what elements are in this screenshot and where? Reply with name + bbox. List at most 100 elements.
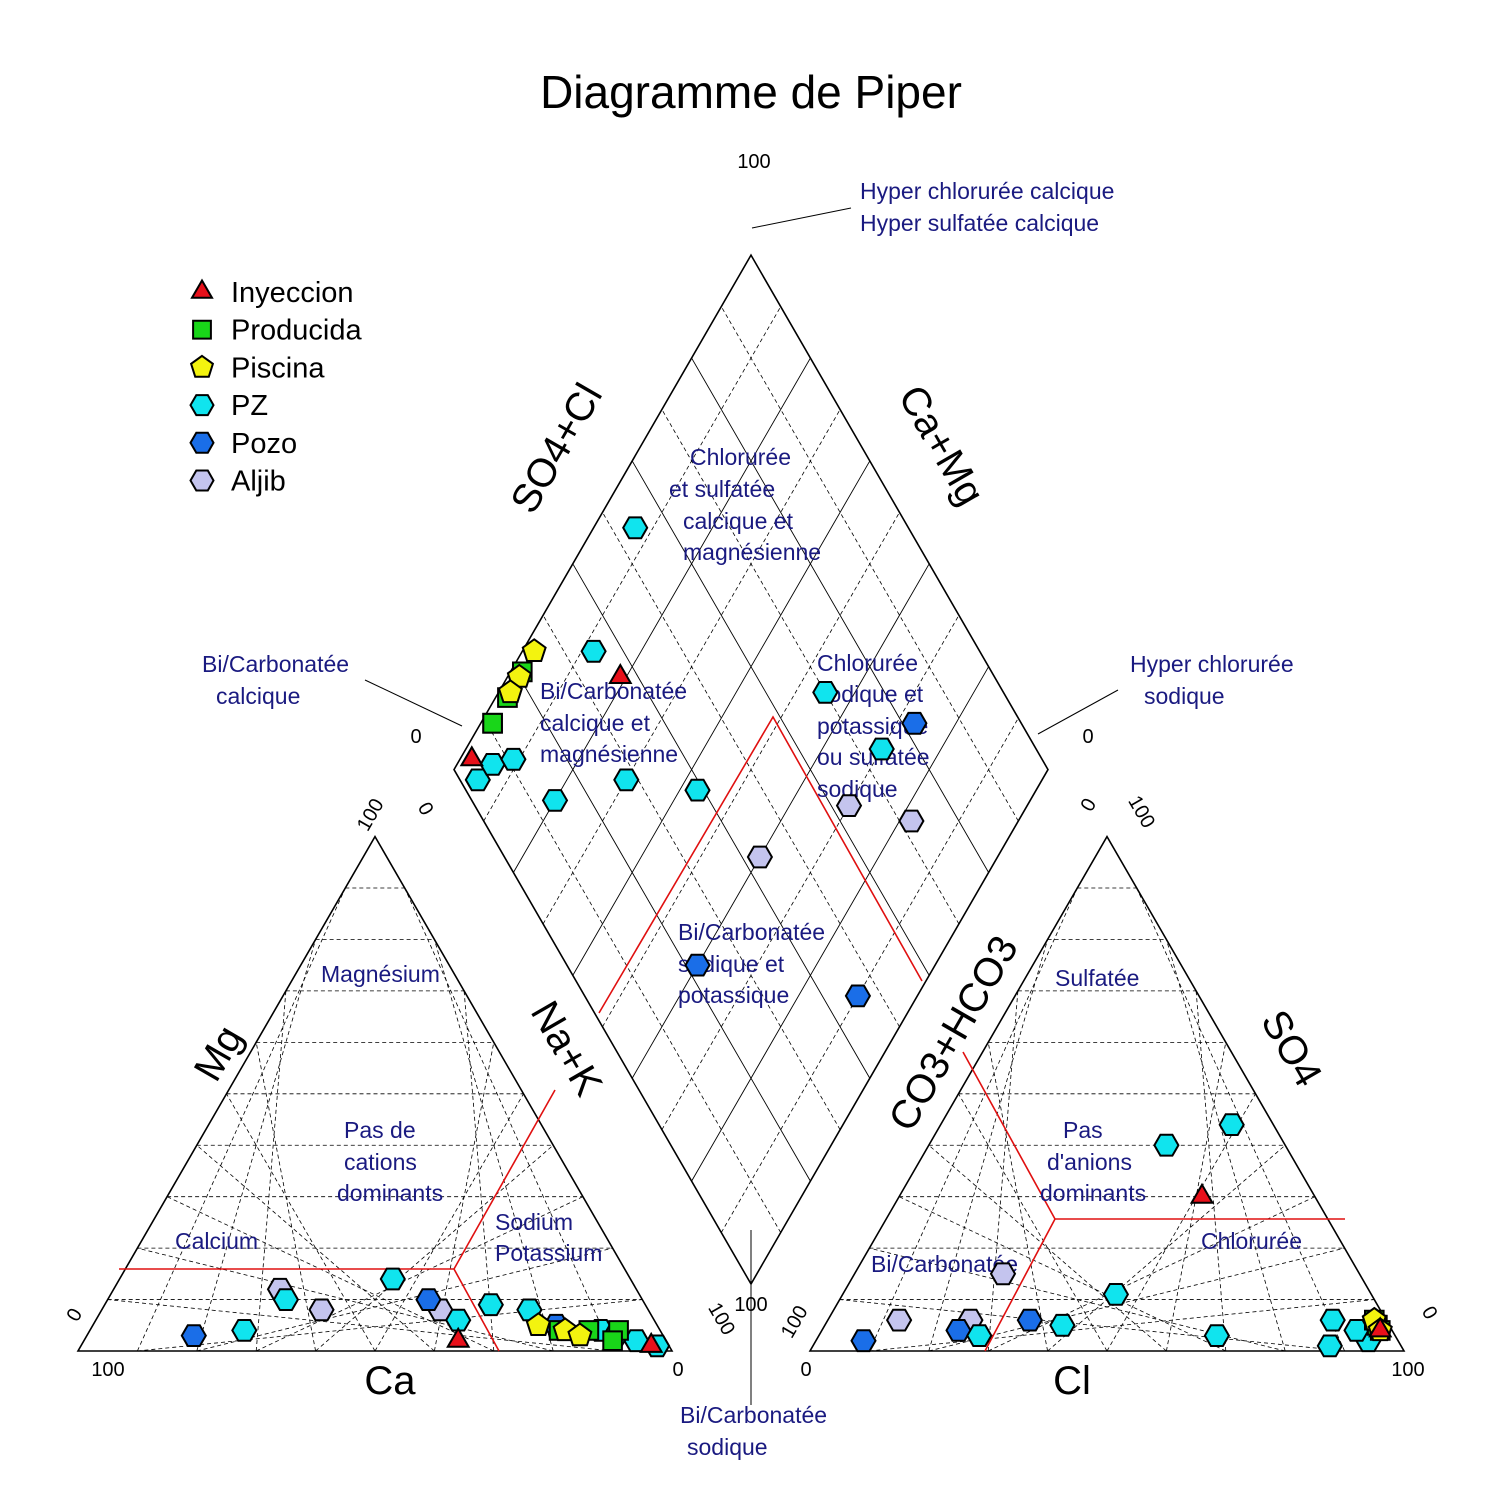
point-pz-cation (272, 1288, 300, 1311)
legend-marker-inyeccion (190, 278, 214, 299)
zone-sodium-2: Potassium (495, 1240, 602, 1266)
cation-triangle-gridline (315, 1144, 554, 1352)
point-pz-anion (1343, 1319, 1370, 1342)
diamond-gridline (631, 460, 930, 976)
point-piscina-cation (567, 1322, 593, 1347)
tick-diamond-top: 100 (737, 151, 770, 173)
point-pozo-anion (945, 1319, 972, 1342)
point-pz-cation (231, 1319, 258, 1342)
point-pz-anion (1153, 1133, 1180, 1157)
cation-triangle-gridline (374, 1093, 524, 1352)
point-pozo-diamond (844, 984, 872, 1008)
anion-triangle-frame (808, 834, 1406, 1352)
point-pz-anion (1102, 1283, 1130, 1306)
point-pz-diamond (868, 737, 895, 761)
zone-bicarb-nak-3: potassique (678, 982, 789, 1008)
point-aljib-anion (885, 1308, 913, 1332)
point-pozo-diamond (684, 953, 711, 977)
zone-chlor-2: et sulfatée (669, 476, 775, 502)
point-pz-diamond (613, 768, 640, 792)
classification-line (598, 715, 923, 1014)
tick-diamond-bottom: 100 (734, 1294, 767, 1316)
legend-label-piscina: Piscina (231, 352, 325, 384)
diamond-gridline (631, 563, 930, 1079)
point-pz-diamond (479, 753, 506, 776)
classification-line (962, 1051, 1056, 1220)
point-aljib-diamond (898, 809, 925, 833)
zone-bicarb-camg-3: magnésienne (540, 741, 678, 767)
point-aljib-diamond (835, 794, 863, 817)
tick-ca-0: 0 (672, 1359, 683, 1381)
zone-hyper-top-1: Hyper chlorurée calcique (860, 178, 1114, 204)
point-aljib-diamond (746, 845, 774, 869)
point-producida-cation (602, 1330, 623, 1351)
diamond-gridline (691, 666, 989, 1182)
anion-triangle-gridline (1166, 939, 1286, 1352)
cation-triangle-gridline (404, 887, 613, 1352)
zone-pas-cations-2: cations (344, 1149, 417, 1175)
diamond-gridline (691, 357, 989, 873)
anion-triangle-gridline (928, 1144, 1167, 1352)
anion-triangle-gridline (928, 1247, 1345, 1352)
legend-marker-pz (189, 394, 215, 417)
zone-hyper-na-2: sodique (1144, 683, 1225, 709)
point-aljib-cation (308, 1298, 335, 1322)
legend-label-pozo: Pozo (231, 428, 297, 460)
diamond-gridline (572, 460, 871, 976)
tick-cl-100: 100 (1391, 1359, 1424, 1381)
zone-bicarb-camg-2: calcique et (540, 710, 651, 736)
point-inyeccion-diamond (608, 663, 633, 684)
point-inyeccion-diamond (459, 745, 484, 767)
anion-triangle-gridline (958, 1093, 1108, 1352)
axis-label-cl: Cl (1053, 1359, 1091, 1403)
zone-pas-anions-3: dominants (1040, 1180, 1146, 1206)
tick-mg-0: 0 (62, 1305, 87, 1326)
zone-chlor-na-1: Chlorurée (817, 650, 918, 676)
zone-chlor-4: magnésienne (683, 539, 821, 565)
point-pz-anion (1316, 1334, 1343, 1358)
cation-triangle-gridline (137, 1247, 554, 1352)
zone-bicarb-ca-1: Bi/Carbonatée (202, 651, 349, 677)
point-pozo-diamond (901, 711, 928, 735)
cation-triangle-gridline (434, 939, 554, 1352)
axis-label-co3: CO3+HCO3 (881, 929, 1027, 1139)
legend-marker-piscina (189, 354, 215, 378)
cation-triangle-frame (76, 834, 674, 1352)
cation-triangle-gridline (256, 1196, 584, 1352)
cation-triangle-gridline (166, 1196, 494, 1352)
point-pozo-anion (1016, 1308, 1043, 1332)
zone-bicarb-nak-1: Bi/Carbonatée (678, 919, 825, 945)
zone-bicarb-ca-2: calcique (216, 683, 300, 709)
axis-label-mg: Mg (186, 1018, 252, 1088)
axis-label-camg: Ca+Mg (890, 378, 993, 513)
point-pz-diamond (580, 639, 607, 663)
zone-hyper-na-1: Hyper chlorurée (1130, 651, 1294, 677)
zone-chloruree: Chlorurée (1201, 1228, 1302, 1254)
data-points (180, 516, 1393, 1358)
point-pz-anion (966, 1324, 993, 1347)
point-pz-anion (1319, 1308, 1346, 1332)
axis-label-so4cl: SO4+Cl (502, 376, 611, 520)
diamond-gridline (602, 512, 900, 1027)
tick-diamond-right: 0 (1082, 726, 1093, 748)
anion-triangle-gridline (1047, 1144, 1286, 1352)
tick-so4-100: 100 (1123, 792, 1159, 832)
zone-pas-cations-3: dominants (337, 1180, 443, 1206)
anion-triangle-gridline (928, 939, 1048, 1352)
point-pozo-anion (850, 1329, 877, 1353)
point-piscina-diamond (497, 679, 523, 704)
anion-triangle-gridline (1106, 1093, 1256, 1352)
tick-co3-0: 0 (1076, 795, 1101, 816)
zone-sulfatee: Sulfatée (1055, 965, 1139, 991)
zone-magnesium: Magnésium (321, 961, 440, 987)
point-aljib-anion (989, 1262, 1017, 1286)
anion-triangle-gridline (898, 1196, 1226, 1352)
cation-triangle-gridline (255, 990, 287, 1352)
zone-chlor-3: calcique et (683, 508, 794, 534)
anion-triangle-gridline (988, 1196, 1316, 1352)
point-pz-cation (445, 1308, 472, 1332)
classification-line (453, 1089, 556, 1270)
diamond-gridline (542, 409, 841, 925)
